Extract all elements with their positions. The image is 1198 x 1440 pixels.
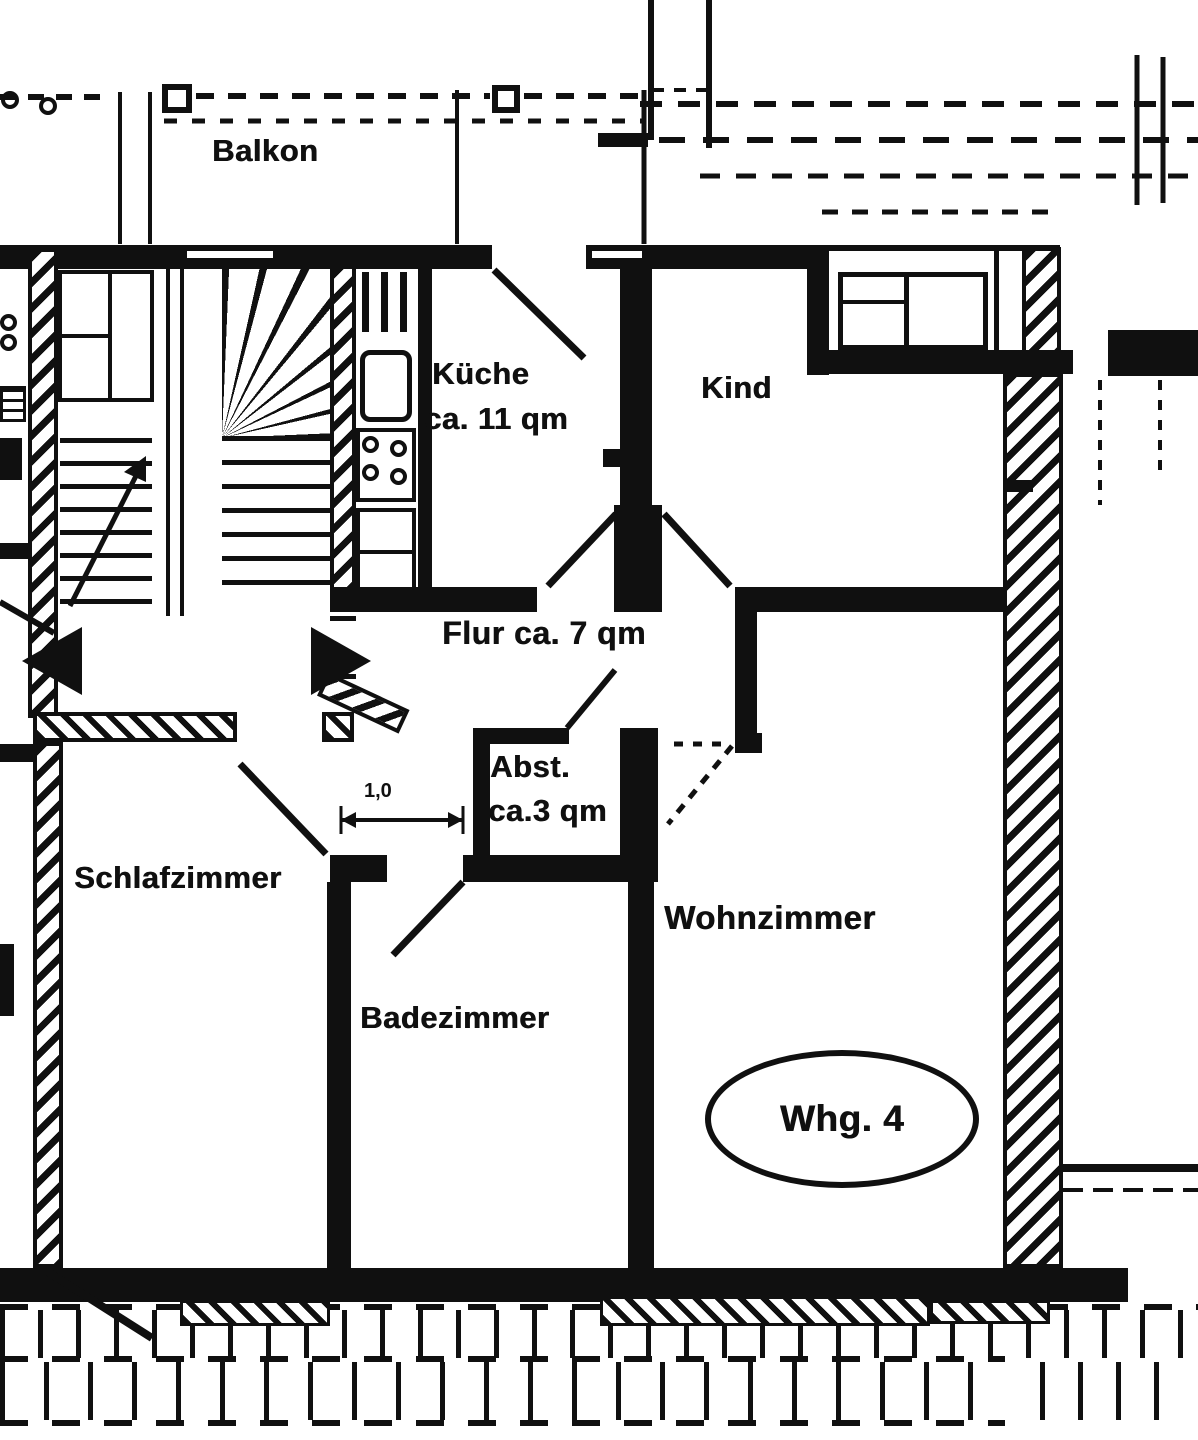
wall-right-exterior xyxy=(1003,373,1063,1268)
stair-landing-divider xyxy=(108,270,112,402)
room-label-abst: Abst. xyxy=(490,749,570,784)
stair-direction-line xyxy=(67,466,143,608)
facade-noise-diagonal xyxy=(45,1268,155,1342)
neighbor-window xyxy=(838,272,988,350)
right-arrow-icon xyxy=(311,627,371,695)
kueche-balcony-door-leaf xyxy=(491,267,587,361)
facade-noise-line xyxy=(0,1356,1005,1362)
room-label-kueche: Küche xyxy=(432,356,530,391)
stair-railing-line xyxy=(166,268,170,616)
room-label-badezimmer: Badezimmer xyxy=(360,1000,550,1035)
wall-bottom-exterior xyxy=(0,1268,1128,1302)
stove-burner-icon xyxy=(390,440,407,457)
wall-abst-left xyxy=(473,728,490,878)
balcony-pillar xyxy=(162,84,192,113)
neighbor-wall-fragment xyxy=(0,744,34,762)
wall-schlafzimmer-top xyxy=(322,712,354,742)
wall-pier xyxy=(614,505,662,612)
neighbor-wall-fragment xyxy=(0,438,22,480)
building-edge-line xyxy=(706,0,712,148)
facade-noise-line xyxy=(0,1420,1005,1426)
railing-post-icon xyxy=(39,97,57,115)
wall-bad-top xyxy=(330,855,387,882)
wall-corner xyxy=(735,733,762,753)
wall-abst-top xyxy=(473,728,569,744)
wall-abst-right xyxy=(620,728,658,878)
room-area-kueche: ca. 11 qm xyxy=(424,401,569,436)
room-label-balkon: Balkon xyxy=(212,133,319,168)
dimension-label: 1,0 xyxy=(364,780,392,802)
wall-kind-step xyxy=(807,245,829,375)
wall-kueche-bottom xyxy=(330,587,537,612)
wall-stairwell-left xyxy=(28,248,58,718)
neighbor-fixture-icon xyxy=(0,334,17,351)
neighbor-wall-fragment xyxy=(0,543,28,559)
wohnzimmer-opening-dash xyxy=(666,744,734,826)
room-label-schlafzimmer: Schlafzimmer xyxy=(74,860,282,895)
room-label-wohnzimmer: Wohnzimmer xyxy=(664,899,876,936)
radiator-icon xyxy=(362,272,410,332)
wall-neighbor-balcony-bottom xyxy=(807,350,1073,374)
wall-schlafzimmer-left xyxy=(33,742,63,1268)
dimension-arrowhead-icon xyxy=(448,812,463,828)
neighbor-wall-fragment xyxy=(0,944,14,1016)
wall-kind-bottom xyxy=(735,587,1005,612)
facade-noise-ticks xyxy=(0,1362,1005,1420)
stair-arrowhead-icon xyxy=(124,456,146,482)
wall-schlafzimmer-top xyxy=(33,712,237,742)
wall-schlaf-bad xyxy=(327,882,351,1268)
schlafzimmer-door-leaf xyxy=(237,761,329,857)
neighbor-fixture-icon xyxy=(0,314,17,331)
stair-treads-right-flight xyxy=(222,436,330,604)
room-area-abst: ca.3 qm xyxy=(488,793,607,828)
entrance-threshold xyxy=(330,616,356,621)
room-label-kind: Kind xyxy=(701,370,772,405)
dimension-arrowhead-icon xyxy=(341,812,356,828)
wall-tie xyxy=(1003,480,1033,492)
neighbor-door-leaf xyxy=(0,599,56,636)
wall-right-edge-block xyxy=(1108,330,1198,376)
window-mullion xyxy=(838,300,906,304)
room-label-flur: Flur ca. 7 qm xyxy=(442,615,646,651)
window-mullion xyxy=(994,250,999,373)
stair-landing-divider xyxy=(58,334,108,338)
kitchen-counter-divider xyxy=(356,550,416,554)
building-edge-line xyxy=(648,0,654,140)
stair-winder-treads xyxy=(222,268,330,438)
balcony-pillar xyxy=(492,85,520,113)
stair-railing-line xyxy=(180,268,184,616)
left-arrow-icon xyxy=(22,627,82,695)
wall-kueche-kind xyxy=(620,268,652,518)
unit-badge-label: Whg. 4 xyxy=(779,1097,905,1139)
facade-noise-ticks xyxy=(1040,1362,1160,1420)
kind-door-leaf xyxy=(661,511,733,589)
wall-wohnzimmer-left xyxy=(735,600,757,747)
wall-bad-wohnzimmer xyxy=(628,882,654,1268)
railing-post-icon xyxy=(1,91,19,109)
window-groove xyxy=(187,251,273,258)
abst-door-leaf xyxy=(564,668,618,730)
window-mullion xyxy=(904,272,909,350)
window-groove xyxy=(592,251,642,258)
wall-bad-top xyxy=(463,855,658,882)
badezimmer-door-leaf xyxy=(390,879,466,958)
radiator-icon xyxy=(603,449,633,467)
facade-noise-block xyxy=(180,1300,330,1326)
neighbor-fixture-icon xyxy=(0,386,26,422)
facade-noise-block xyxy=(930,1300,1050,1324)
stove-burner-icon xyxy=(362,436,379,453)
kueche-door-leaf xyxy=(545,511,619,589)
facade-noise-line xyxy=(0,1304,1198,1310)
kitchen-counter-edge xyxy=(418,268,432,608)
unit-badge-ellipse: Whg. 4 xyxy=(705,1050,979,1188)
facade-noise-block xyxy=(600,1296,930,1326)
kitchen-sink-icon xyxy=(360,350,412,422)
stove-burner-icon xyxy=(362,464,379,481)
stove-burner-icon xyxy=(390,468,407,485)
